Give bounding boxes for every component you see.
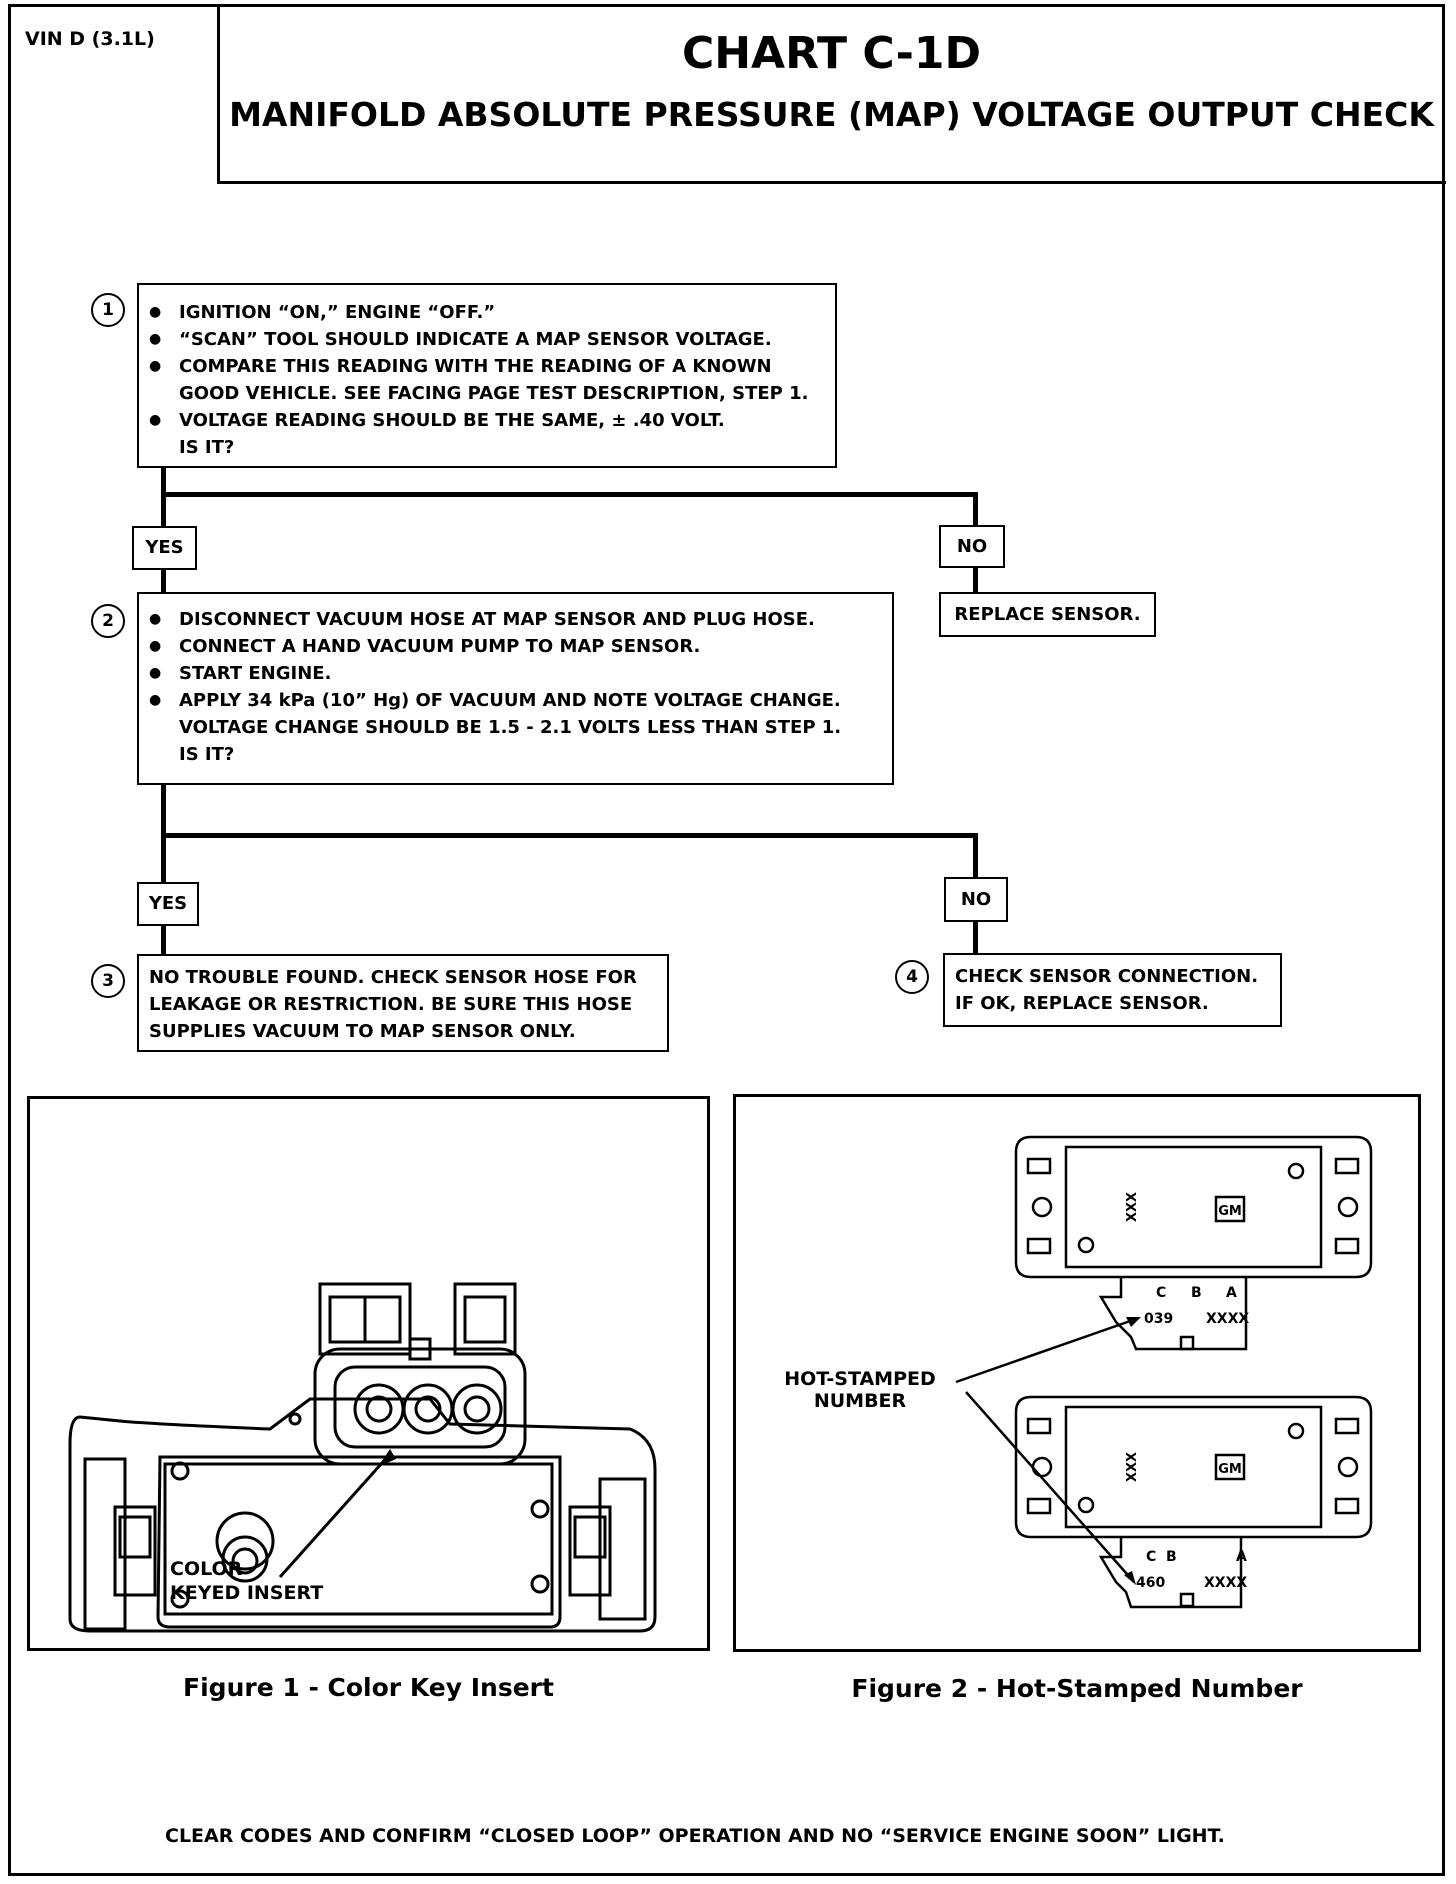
replace-sensor-box: REPLACE SENSOR.	[939, 592, 1156, 637]
hot-stamped-sensors-illustration: GM GM XXX XXX C B A 039 XXXX C B A 460 X…	[955, 1135, 1373, 1609]
step-1-bullet: IGNITION “ON,” ENGINE “OFF.”	[139, 299, 835, 326]
no-label-1: NO	[939, 525, 1005, 568]
yes-label-2: YES	[137, 882, 199, 926]
figure-1-caption: Figure 1 - Color Key Insert	[183, 1673, 554, 1702]
callout-line	[278, 1453, 392, 1578]
connector-no2-step4	[973, 920, 978, 956]
right-code-top: XXXX	[1206, 1311, 1249, 1327]
callout-line-bottom	[965, 1391, 1135, 1583]
step-1-number: 1	[91, 293, 125, 327]
step-1-question: IS IT?	[179, 437, 235, 458]
step-2-question: IS IT?	[179, 744, 235, 765]
gm-logo-bottom: GM	[1218, 1462, 1242, 1477]
step-4-number: 4	[895, 960, 929, 994]
pin-b-bottom: B	[1166, 1549, 1177, 1565]
map-sensor-illustration	[68, 1282, 657, 1633]
connector-2-yes-down	[161, 924, 166, 958]
step-2-number: 2	[91, 604, 125, 638]
step-4-box: CHECK SENSOR CONNECTION. IF OK, REPLACE …	[943, 953, 1282, 1027]
figure-1-frame	[27, 1096, 710, 1651]
step-1-bullet: COMPARE THIS READING WITH THE READING OF…	[139, 353, 835, 407]
figure-2-callout-line-1: HOT-STAMPED	[784, 1368, 936, 1390]
figure-2-caption: Figure 2 - Hot-Stamped Number	[851, 1674, 1303, 1703]
connector-1-horizontal	[161, 492, 978, 497]
right-code-bottom: XXXX	[1204, 1575, 1247, 1591]
callout-line-top	[955, 1317, 1137, 1384]
page-frame	[8, 4, 1445, 1876]
connector-1-yes-down	[161, 569, 166, 593]
body-code-top: XXX	[1125, 1192, 1140, 1222]
connector-no1-replace	[973, 566, 978, 592]
hot-stamp-code-top: 039	[1144, 1311, 1173, 1327]
figure-1-callout-line-1: COLOR	[170, 1558, 243, 1580]
gm-logo-top: GM	[1218, 1204, 1242, 1219]
connector-2-horizontal	[161, 833, 978, 838]
step-2-bullet: CONNECT A HAND VACUUM PUMP TO MAP SENSOR…	[139, 633, 892, 660]
step-3-text: NO TROUBLE FOUND. CHECK SENSOR HOSE FOR …	[149, 967, 637, 1042]
step-1-bullet: “SCAN” TOOL SHOULD INDICATE A MAP SENSOR…	[139, 326, 835, 353]
chart-title: CHART C-1D	[681, 28, 982, 79]
connector-1-down	[161, 467, 166, 527]
pin-a-bottom: A	[1236, 1549, 1247, 1565]
connector-1-no-down	[973, 492, 978, 529]
no-label-2: NO	[944, 877, 1008, 922]
title-box	[217, 6, 1446, 184]
step-1-box: IGNITION “ON,” ENGINE “OFF.” “SCAN” TOOL…	[137, 283, 837, 468]
step-4-text: CHECK SENSOR CONNECTION. IF OK, REPLACE …	[955, 966, 1259, 1014]
pin-c-top: C	[1156, 1285, 1166, 1301]
step-1-bullet: VOLTAGE READING SHOULD BE THE SAME, ± .4…	[139, 407, 835, 434]
step-2-box: DISCONNECT VACUUM HOSE AT MAP SENSOR AND…	[137, 592, 894, 785]
vin-label: VIN D (3.1L)	[25, 28, 155, 50]
step-3-number: 3	[91, 964, 125, 998]
step-2-bullet: START ENGINE.	[139, 660, 892, 687]
hot-stamp-code-bottom: 460	[1136, 1575, 1165, 1591]
pin-a-top: A	[1226, 1285, 1237, 1301]
figure-2-frame: GM GM XXX XXX C B A 039 XXXX C B A 460 X…	[733, 1094, 1421, 1652]
step-3-box: NO TROUBLE FOUND. CHECK SENSOR HOSE FOR …	[137, 954, 669, 1052]
pin-b-top: B	[1191, 1285, 1202, 1301]
footer-note: CLEAR CODES AND CONFIRM “CLOSED LOOP” OP…	[165, 1825, 1225, 1847]
figure-1-callout-line-2: KEYED INSERT	[170, 1582, 324, 1604]
yes-label-1: YES	[132, 526, 197, 570]
step-2-bullet: APPLY 34 kPa (10” Hg) OF VACUUM AND NOTE…	[139, 687, 892, 741]
figure-2-callout: HOT-STAMPED NUMBER	[765, 1368, 955, 1412]
figure-1-callout: COLOR KEYED INSERT	[170, 1557, 323, 1605]
body-code-bottom: XXX	[1125, 1452, 1140, 1482]
connector-2-no-down	[973, 833, 978, 878]
figure-2-callout-line-2: NUMBER	[813, 1390, 907, 1412]
step-2-bullet: DISCONNECT VACUUM HOSE AT MAP SENSOR AND…	[139, 606, 892, 633]
pin-c-bottom: C	[1146, 1549, 1156, 1565]
chart-subtitle: MANIFOLD ABSOLUTE PRESSURE (MAP) VOLTAGE…	[229, 95, 1434, 134]
